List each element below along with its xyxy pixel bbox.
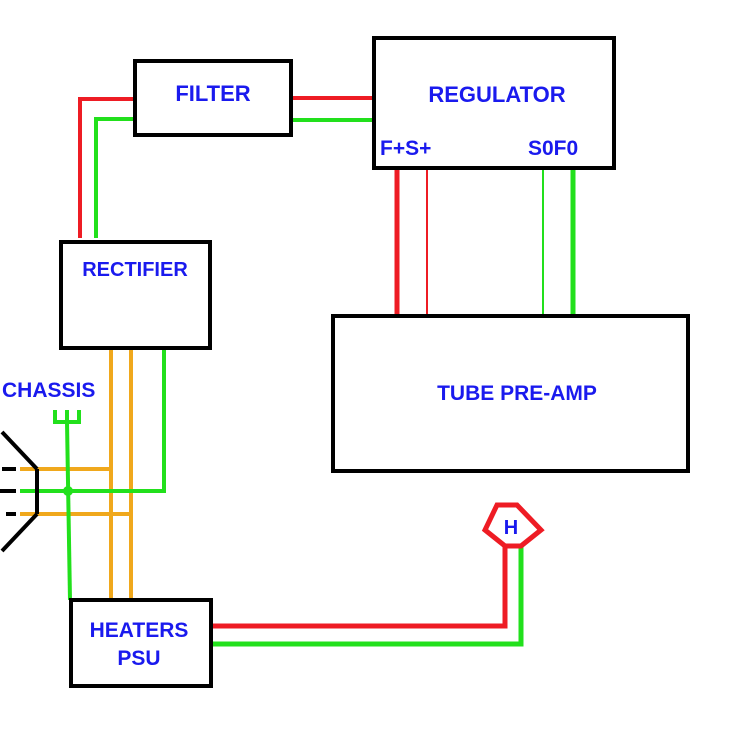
rectifier-label: RECTIFIER: [82, 259, 188, 281]
heaters-label: HEATERS: [90, 619, 189, 642]
wire-chassis-to-heaters: [65, 421, 72, 601]
wire-rectifier-filter-positive: [78, 97, 135, 238]
wires: [20, 96, 576, 647]
regulator-right-terminals: S0F0: [528, 137, 578, 160]
filter-block: FILTER: [133, 59, 293, 137]
transformer-symbol: [0, 430, 39, 553]
wire-rectifier-filter-ground: [94, 117, 135, 238]
transformer-core-upper: [0, 430, 39, 471]
transformer-core-lower: [0, 512, 39, 553]
wire-heater-return: [212, 546, 524, 647]
preamp-label: TUBE PRE-AMP: [437, 382, 597, 405]
regulator-block: REGULATOR F+S+ S0F0: [372, 36, 616, 170]
chassis-ground-icon: [53, 410, 81, 424]
rectifier-block: RECTIFIER: [59, 240, 212, 350]
regulator-left-terminals: F+S+: [380, 137, 431, 160]
heater-symbol-label: H: [504, 517, 518, 539]
filter-label: FILTER: [175, 81, 250, 106]
heater-filament-icon: H: [481, 502, 545, 549]
wire-heater-positive: [212, 546, 508, 629]
heaters-psu-block: HEATERS PSU: [69, 598, 213, 688]
preamp-block: TUBE PRE-AMP: [331, 314, 690, 473]
chassis-label: CHASSIS: [2, 379, 95, 402]
ground-junction-dot: [63, 486, 73, 496]
psu-label: PSU: [117, 647, 160, 670]
regulator-label: REGULATOR: [428, 82, 565, 107]
